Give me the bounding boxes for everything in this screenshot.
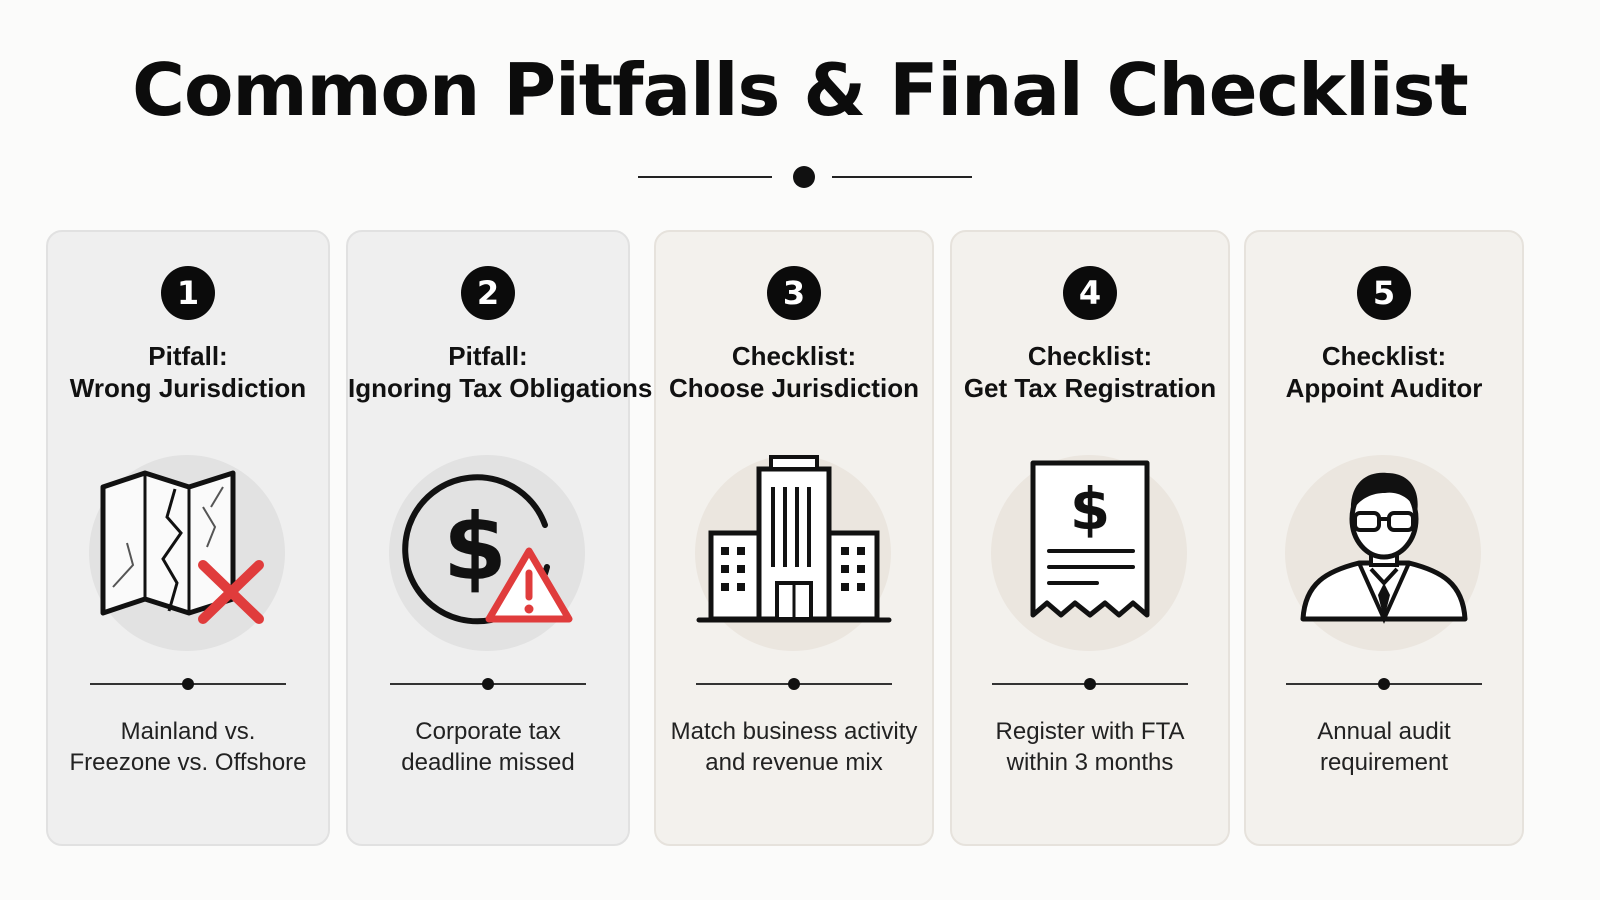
card-label: Pitfall: Ignoring Tax Obligations <box>348 340 653 404</box>
card-pitfall-wrong-jurisdiction: 1 Pitfall: Wrong Jurisdiction <box>46 230 330 846</box>
card-label-title: Appoint Auditor <box>1285 373 1483 403</box>
dollar-receipt-icon: $ <box>985 447 1195 657</box>
card-label-title: Get Tax Registration <box>963 373 1217 403</box>
svg-text:$: $ <box>1070 475 1110 543</box>
card-label: Checklist: Get Tax Registration <box>952 340 1228 404</box>
card-description: Register with FTA within 3 months <box>952 716 1228 778</box>
card-label-kind: Pitfall: <box>148 341 228 371</box>
card-label: Checklist: Choose Jurisdiction <box>656 340 932 404</box>
card-description-line2: deadline missed <box>401 749 575 776</box>
divider-line-right <box>832 176 972 178</box>
auditor-person-icon <box>1279 447 1489 657</box>
card-description-line1: Annual audit <box>1317 718 1451 745</box>
card-divider <box>696 678 892 690</box>
card-divider-dot <box>1084 678 1096 690</box>
card-pitfall-ignoring-tax: 2 Pitfall: Ignoring Tax Obligations $ <box>346 230 653 846</box>
card-divider-dot <box>482 678 494 690</box>
title-divider <box>638 162 972 192</box>
card-description-line1: Mainland vs. <box>120 718 256 745</box>
card-divider-dot <box>788 678 800 690</box>
card-label: Pitfall: Wrong Jurisdiction <box>48 340 328 404</box>
card-label-title: Ignoring Tax Obligations <box>348 373 653 403</box>
dollar-with-warning-icon: $ <box>383 447 593 657</box>
step-number-badge: 2 <box>461 266 515 320</box>
card-description-line1: Corporate tax <box>415 718 561 745</box>
card-divider <box>1286 678 1482 690</box>
divider-line-left <box>638 176 772 178</box>
card-description-line1: Register with FTA <box>995 718 1185 745</box>
card-label-kind: Checklist: <box>731 341 857 371</box>
card-description-line2: within 3 months <box>1006 749 1174 776</box>
card-checklist-appoint-auditor: 5 Checklist: Appoint Auditor <box>1244 230 1524 846</box>
card-divider <box>992 678 1188 690</box>
step-number-badge: 3 <box>767 266 821 320</box>
card-label-kind: Pitfall: <box>448 341 528 371</box>
step-number-badge: 5 <box>1357 266 1411 320</box>
page-title: Common Pitfalls & Final Checklist <box>132 48 1469 132</box>
divider-dot <box>793 166 815 188</box>
card-label-title: Choose Jurisdiction <box>669 373 919 403</box>
card-description: Corporate tax deadline missed <box>348 716 628 778</box>
card-description-line2: requirement <box>1319 749 1449 776</box>
card-checklist-tax-registration: 4 Checklist: Get Tax Registration $ <box>950 230 1230 846</box>
card-description-line2: and revenue mix <box>705 749 883 776</box>
svg-text:$: $ <box>443 494 507 601</box>
card-divider <box>390 678 586 690</box>
card-description: Annual audit requirement <box>1246 716 1522 778</box>
card-description: Match business activity and revenue mix <box>656 716 932 778</box>
card-label: Checklist: Appoint Auditor <box>1246 340 1522 404</box>
card-description-line1: Match business activity <box>670 718 918 745</box>
card-description: Mainland vs. Freezone vs. Offshore <box>48 716 328 778</box>
card-label-kind: Checklist: <box>1321 341 1447 371</box>
torn-map-with-x-icon <box>83 447 293 657</box>
card-label-kind: Checklist: <box>1027 341 1153 371</box>
card-divider-dot <box>182 678 194 690</box>
step-number-badge: 4 <box>1063 266 1117 320</box>
step-number-badge: 1 <box>161 266 215 320</box>
office-building-icon <box>689 447 899 657</box>
card-label-title: Wrong Jurisdiction <box>69 373 307 403</box>
card-divider <box>90 678 286 690</box>
card-description-line2: Freezone vs. Offshore <box>69 749 307 776</box>
card-divider-dot <box>1378 678 1390 690</box>
card-checklist-choose-jurisdiction: 3 Checklist: Choose Jurisdiction <box>654 230 934 846</box>
